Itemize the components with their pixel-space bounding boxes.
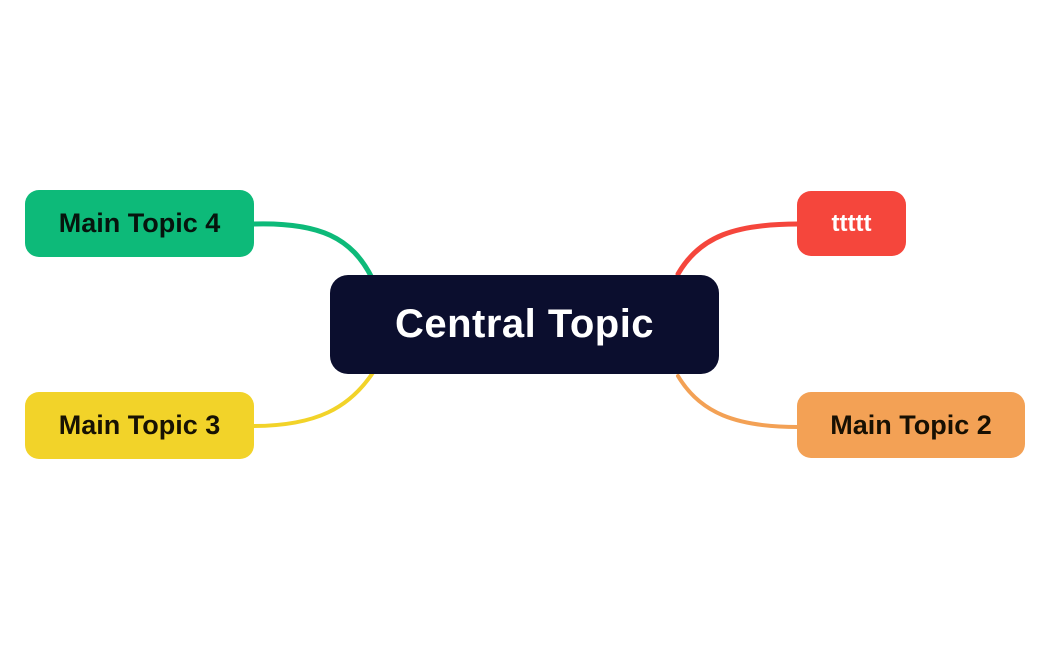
node-main-topic-4-label: Main Topic 4 xyxy=(58,208,221,238)
node-main-topic-2[interactable]: Main Topic 2 xyxy=(797,392,1025,458)
node-central-topic-label: Central Topic xyxy=(394,302,655,346)
connector-topic-t xyxy=(675,221,801,277)
node-main-topic-4[interactable]: Main Topic 4 xyxy=(25,190,254,257)
connector-topic4 xyxy=(250,221,375,281)
node-main-topic-2-label: Main Topic 2 xyxy=(830,409,992,440)
connector-topic3 xyxy=(251,369,376,428)
node-central-topic[interactable]: Central Topic xyxy=(330,275,719,374)
node-ttttt[interactable]: ttttt xyxy=(797,191,906,256)
node-main-topic-3-label: Main Topic 3 xyxy=(58,410,221,440)
connector-topic2 xyxy=(676,374,800,429)
node-main-topic-3[interactable]: Main Topic 3 xyxy=(25,392,254,459)
node-ttttt-label: ttttt xyxy=(831,209,872,237)
